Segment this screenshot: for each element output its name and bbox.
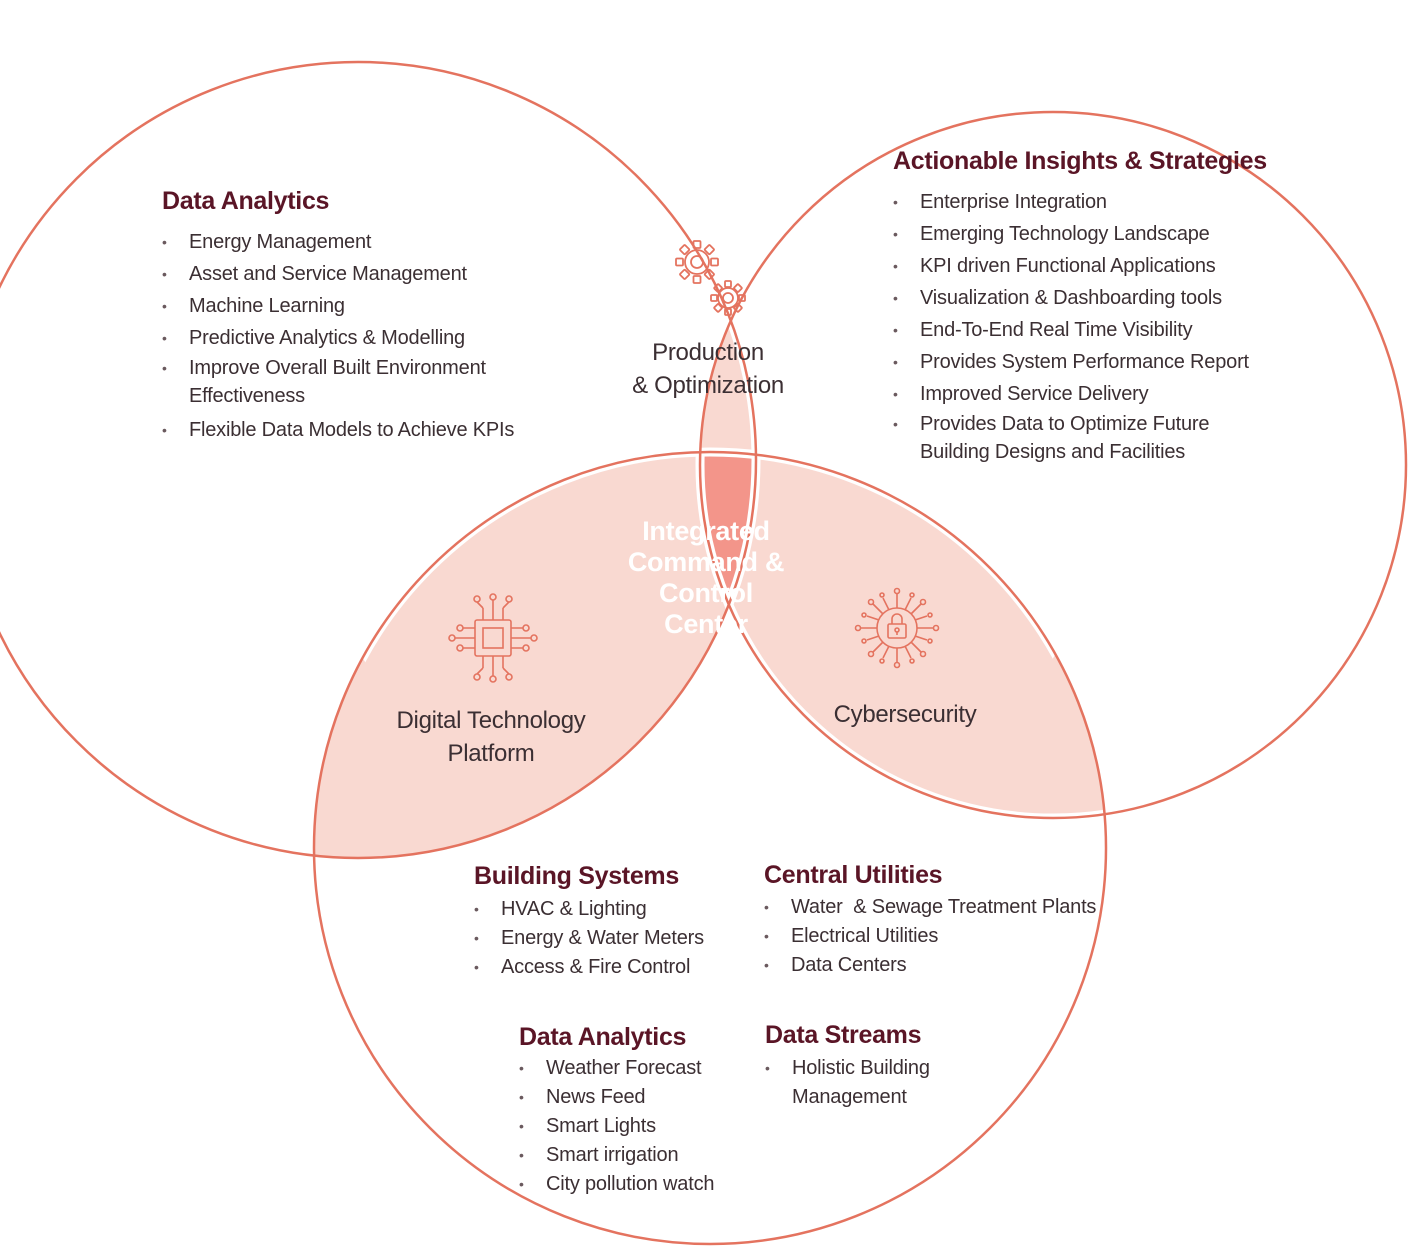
actionable-insights-heading: Actionable Insights & Strategies xyxy=(893,147,1267,175)
list-item: Predictive Analytics & Modelling xyxy=(162,322,522,354)
data-analytics-list: Energy Management Asset and Service Mana… xyxy=(162,226,522,446)
digital-platform-line2: Platform xyxy=(447,740,535,767)
list-item: Emerging Technology Landscape xyxy=(893,218,1293,250)
digital-technology-platform-label: Digital Technology Platform xyxy=(371,704,611,770)
list-item: Weather Forecast xyxy=(519,1054,759,1083)
circle-data-analytics xyxy=(0,60,758,860)
gears-icon xyxy=(675,240,746,316)
core-line2: Command & xyxy=(627,547,785,577)
central-utilities-block: Central Utilities Water & Sewage Treatme… xyxy=(764,860,1104,980)
list-item: City pollution watch xyxy=(519,1170,759,1199)
list-item: End-To-End Real Time Visibility xyxy=(893,314,1293,346)
core-label: Integrated Command & Control Center xyxy=(606,516,806,640)
list-item: Energy & Water Meters xyxy=(474,924,734,953)
data-analytics-bottom-heading: Data Analytics xyxy=(519,1023,687,1051)
circle-actionable-insights xyxy=(698,110,1408,820)
list-item: Data Centers xyxy=(764,951,1104,980)
list-item: Machine Learning xyxy=(162,290,522,322)
list-item: Flexible Data Models to Achieve KPIs xyxy=(162,414,522,446)
data-streams-block: Data Streams Holistic Building Managemen… xyxy=(765,1020,985,1112)
digital-platform-line1: Digital Technology xyxy=(396,707,586,734)
list-item: Access & Fire Control xyxy=(474,953,734,982)
core-line1: Integrated xyxy=(642,516,770,546)
core-line4: Center xyxy=(664,609,748,639)
list-item: HVAC & Lighting xyxy=(474,895,734,924)
list-item: Energy Management xyxy=(162,226,522,258)
central-utilities-heading: Central Utilities xyxy=(764,861,943,889)
list-item: Electrical Utilities xyxy=(764,922,1104,951)
data-analytics-heading: Data Analytics xyxy=(162,187,330,215)
list-item: Visualization & Dashboarding tools xyxy=(893,282,1293,314)
production-line1: Production xyxy=(652,339,764,366)
data-streams-list: Holistic Building Management xyxy=(765,1054,985,1112)
list-item: Improve Overall Built Environment Effect… xyxy=(162,354,489,410)
core-line3: Control xyxy=(659,578,753,608)
data-streams-heading: Data Streams xyxy=(765,1021,922,1049)
list-item: Improved Service Delivery xyxy=(893,378,1293,410)
list-item: Provides System Performance Report xyxy=(893,346,1293,378)
list-item: Holistic Building Management xyxy=(765,1054,952,1112)
list-item: Smart irrigation xyxy=(519,1141,759,1170)
chip-circuit-icon xyxy=(448,593,538,683)
cybersecurity-text: Cybersecurity xyxy=(833,701,977,728)
central-utilities-list: Water & Sewage Treatment Plants Electric… xyxy=(764,893,1104,980)
lock-circuit-icon xyxy=(854,587,940,669)
actionable-insights-list: Enterprise Integration Emerging Technolo… xyxy=(893,186,1293,466)
production-line2: & Optimization xyxy=(632,372,784,399)
building-systems-block: Building Systems HVAC & Lighting Energy … xyxy=(474,861,734,982)
list-item: Provides Data to Optimize Future Buildin… xyxy=(893,410,1280,466)
circle-building-infrastructure xyxy=(312,450,1108,1246)
actionable-insights-block: Actionable Insights & Strategies Enterpr… xyxy=(893,146,1293,470)
building-systems-list: HVAC & Lighting Energy & Water Meters Ac… xyxy=(474,895,734,982)
data-analytics-block: Data Analytics Energy Management Asset a… xyxy=(162,186,522,446)
list-item: News Feed xyxy=(519,1083,759,1112)
list-item: Asset and Service Management xyxy=(162,258,522,290)
list-item: KPI driven Functional Applications xyxy=(893,250,1293,282)
building-systems-heading: Building Systems xyxy=(474,862,679,890)
list-item: Water & Sewage Treatment Plants xyxy=(764,893,1104,922)
list-item: Enterprise Integration xyxy=(893,186,1293,218)
data-analytics-bottom-list: Weather Forecast News Feed Smart Lights … xyxy=(519,1054,759,1199)
production-optimization-label: Production & Optimization xyxy=(608,336,808,402)
cybersecurity-label: Cybersecurity xyxy=(805,698,1005,731)
list-item: Smart Lights xyxy=(519,1112,759,1141)
data-analytics-bottom-block: Data Analytics Weather Forecast News Fee… xyxy=(519,1022,759,1199)
